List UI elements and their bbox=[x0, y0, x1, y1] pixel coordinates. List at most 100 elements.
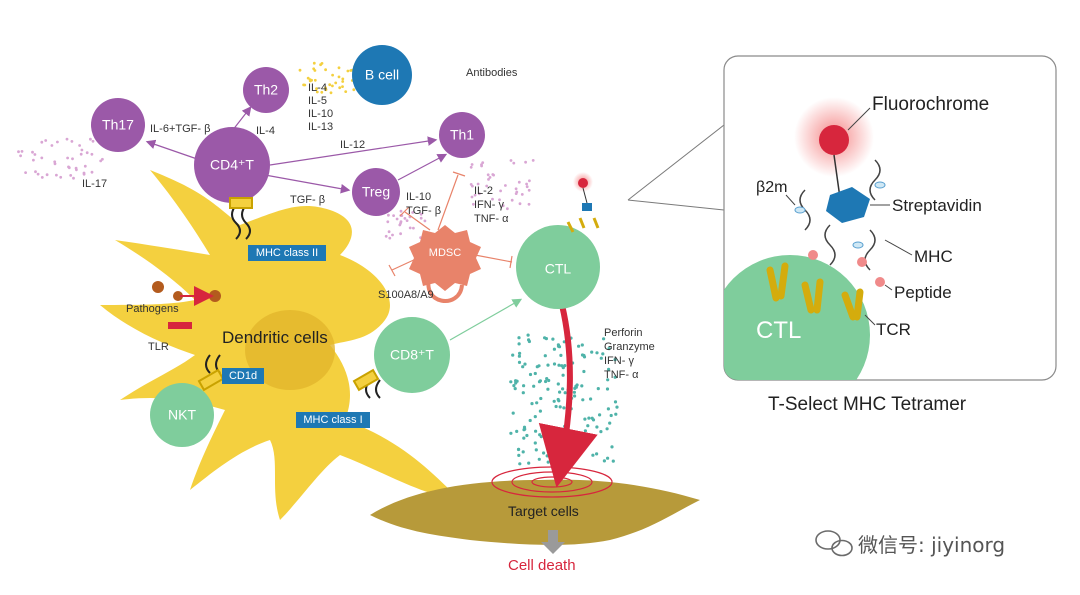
decor-dot bbox=[554, 404, 558, 409]
decor-dot bbox=[556, 397, 560, 402]
target-label: Target cells bbox=[508, 503, 579, 519]
decor-dot bbox=[411, 211, 415, 214]
decor-dot bbox=[90, 170, 94, 174]
decor-dot bbox=[403, 217, 407, 220]
decor-dot bbox=[90, 152, 94, 156]
decor-dot bbox=[568, 462, 572, 466]
decor-dot bbox=[412, 226, 415, 230]
decor-dot bbox=[399, 232, 402, 236]
pathogens-label: Pathogens bbox=[126, 303, 179, 315]
decor-dot bbox=[613, 358, 617, 362]
decor-dot bbox=[514, 187, 518, 191]
decor-dot bbox=[45, 173, 49, 177]
mhc-label: MHC bbox=[914, 247, 953, 266]
mdsc-cell bbox=[409, 225, 481, 291]
decor-dot bbox=[552, 347, 557, 351]
mini-tetramer-stem bbox=[582, 187, 588, 204]
decor-dot bbox=[542, 451, 546, 455]
decor-dot bbox=[512, 384, 516, 388]
decor-dot bbox=[40, 140, 44, 144]
inset-pointer-top bbox=[627, 124, 725, 201]
decor-dot bbox=[599, 430, 603, 434]
decor-dot bbox=[328, 83, 332, 87]
decor-dot bbox=[535, 365, 539, 369]
decor-dot bbox=[527, 188, 531, 192]
mini-tcr-icons bbox=[566, 217, 600, 233]
ctl-cytokine-3: IFN- γ bbox=[604, 355, 634, 367]
watermark-label: 微信号: jiyinorg bbox=[858, 533, 1005, 557]
decor-dot bbox=[509, 159, 513, 162]
decor-dot bbox=[559, 353, 563, 357]
decor-dot bbox=[313, 78, 317, 82]
decor-dot bbox=[558, 390, 562, 394]
th1-cytokine-1: IL-2 bbox=[474, 185, 493, 197]
decor-dot bbox=[391, 233, 394, 237]
decor-dot bbox=[509, 380, 513, 384]
decor-dot bbox=[547, 378, 551, 383]
decor-dot bbox=[324, 86, 327, 90]
dendritic-label: Dendritic cells bbox=[222, 328, 328, 347]
decor-dot bbox=[586, 424, 590, 428]
decor-dot bbox=[517, 360, 522, 364]
decor-dot bbox=[595, 452, 599, 456]
decor-dot bbox=[608, 421, 612, 425]
ctl-cytokine-2: Granzyme bbox=[604, 341, 655, 353]
mdsc-label: MDSC bbox=[429, 247, 461, 259]
decor-dot bbox=[525, 185, 529, 189]
decor-dot bbox=[514, 379, 518, 383]
decor-dot bbox=[85, 151, 89, 155]
bcell bbox=[352, 45, 412, 105]
th2-il4-label: IL-4 bbox=[256, 125, 275, 137]
receptor-cd8 bbox=[352, 368, 381, 399]
decor-dot bbox=[341, 77, 345, 81]
decor-dot bbox=[298, 68, 302, 72]
decor-dot bbox=[614, 412, 618, 416]
decor-dot bbox=[501, 204, 505, 208]
decor-dot bbox=[32, 158, 35, 162]
tcr-label: TCR bbox=[876, 320, 911, 339]
receptor-cd4 bbox=[229, 197, 253, 240]
decor-dot bbox=[544, 337, 549, 341]
th2-cytokine-4: IL-13 bbox=[308, 121, 333, 133]
cell-death-arrow bbox=[541, 530, 565, 554]
decor-dot bbox=[319, 63, 322, 67]
decor-dot bbox=[477, 192, 481, 196]
decor-dot bbox=[469, 165, 473, 169]
fluorochrome-stem bbox=[833, 154, 841, 199]
decor-dot bbox=[50, 144, 54, 147]
decor-dot bbox=[532, 384, 536, 388]
decor-dot bbox=[525, 433, 529, 438]
decor-dot bbox=[473, 193, 477, 197]
decor-dot bbox=[538, 379, 543, 383]
decor-dot bbox=[491, 173, 495, 176]
decor-dot bbox=[545, 454, 549, 458]
tgfb-label: TGF- β bbox=[290, 194, 325, 206]
decor-dot bbox=[531, 159, 535, 162]
decor-dot bbox=[517, 354, 522, 358]
decor-dot bbox=[320, 90, 324, 94]
decor-dot bbox=[346, 69, 350, 73]
decor-dot bbox=[101, 157, 104, 161]
ctl-cell bbox=[516, 225, 600, 309]
decor-dot bbox=[607, 367, 611, 371]
decor-dot bbox=[528, 372, 533, 377]
decor-dot bbox=[511, 411, 515, 415]
decor-dot bbox=[395, 217, 399, 221]
th1-cytokine-2: IFN- γ bbox=[474, 199, 504, 211]
decor-dot bbox=[70, 140, 74, 143]
arrow-cd4-th1 bbox=[269, 136, 438, 166]
decor-dot bbox=[581, 398, 585, 402]
decor-dot bbox=[599, 356, 603, 360]
decor-dot bbox=[587, 416, 591, 420]
decor-dot bbox=[524, 160, 527, 164]
decor-dot bbox=[419, 212, 423, 216]
decor-dot bbox=[563, 391, 567, 395]
decor-dot bbox=[78, 144, 81, 147]
decor-dot bbox=[557, 363, 561, 367]
s100-label: S100A8/A9 bbox=[378, 289, 434, 301]
decor-dot bbox=[337, 75, 341, 79]
decor-dot bbox=[392, 214, 395, 218]
decor-dot bbox=[79, 152, 83, 156]
decor-dot bbox=[331, 73, 334, 77]
